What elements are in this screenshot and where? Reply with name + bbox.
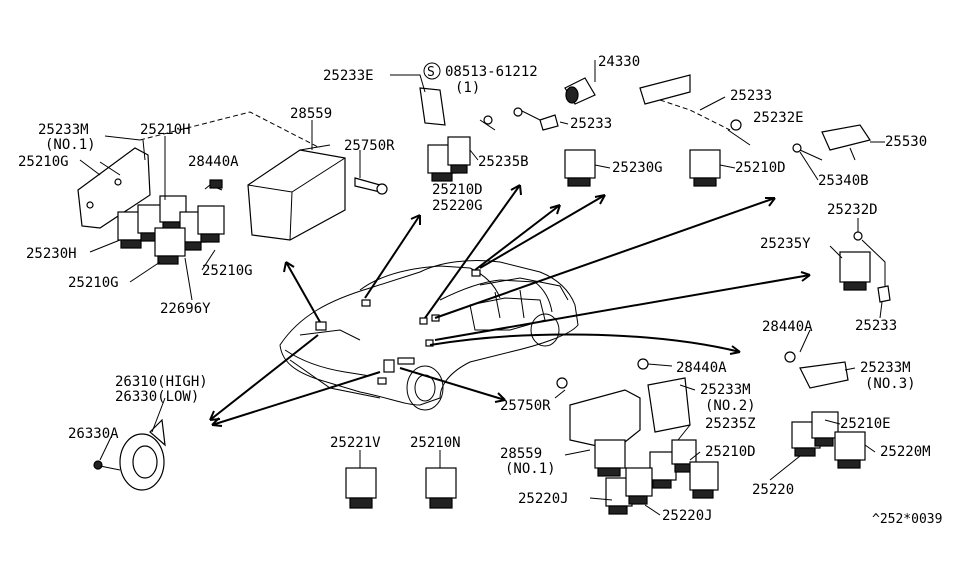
label-26330-low: 26330(LOW) (115, 389, 199, 405)
diagram-code: ^252*0039 (872, 512, 942, 527)
relays-lower-center (556, 358, 719, 515)
relays-right-lower (784, 351, 866, 469)
label-25232E: 25232E (753, 110, 804, 126)
label-24330: 24330 (598, 54, 640, 70)
label-28559: 28559 (290, 106, 332, 122)
label-28440A-right: 28440A (762, 319, 813, 335)
label-28440A-left: 28440A (188, 154, 239, 170)
label-25233-top-right: 25233 (730, 88, 772, 104)
label-26310-high: 26310(HIGH) (115, 374, 208, 390)
label-25210E: 25210E (840, 416, 891, 432)
label-28559-no1: 28559 (500, 446, 542, 462)
label-25230H: 25230H (26, 246, 77, 262)
part-labels: 25233E S 08513-61212 (1) 24330 25233 252… (18, 54, 942, 527)
label-25233M-no1-sub: (NO.1) (45, 137, 96, 153)
label-25340B: 25340B (818, 173, 869, 189)
label-26330A: 26330A (68, 426, 119, 442)
pointer-arrows (209, 184, 811, 427)
label-08513-qty: (1) (455, 80, 480, 96)
label-25233E: 25233E (323, 68, 374, 84)
circled-s-symbol (423, 62, 441, 80)
label-25210D-bottom: 25210D (705, 444, 756, 460)
horn-assembly (93, 418, 166, 491)
label-08513-61212: 08513-61212 (445, 64, 538, 80)
label-25233M-no3: 25233M (860, 360, 911, 376)
label-25233M-no1: 25233M (38, 122, 89, 138)
label-25220J-left: 25220J (518, 491, 569, 507)
label-25220: 25220 (752, 482, 794, 498)
label-25210G-right: 25210G (202, 263, 253, 279)
label-25233M-no2-sub: (NO.2) (705, 398, 756, 414)
leader-lines (89, 60, 885, 516)
label-28559-no1-sub: (NO.1) (505, 461, 556, 477)
label-25210G-left: 25210G (18, 154, 69, 170)
label-28440A-mid: 28440A (676, 360, 727, 376)
relay-bracket-no1 (77, 139, 151, 229)
label-25235Y: 25235Y (760, 236, 811, 252)
label-25235B: 25235B (478, 154, 529, 170)
label-25210H: 25210H (140, 122, 191, 138)
label-25210D-top: 25210D (432, 182, 483, 198)
label-25232D: 25232D (827, 202, 878, 218)
label-22696Y: 22696Y (160, 301, 211, 317)
label-25220G: 25220G (432, 198, 483, 214)
label-25530: 25530 (885, 134, 927, 150)
label-25233-top: 25233 (570, 116, 612, 132)
label-25221V: 25221V (330, 435, 381, 451)
relays-top-right (639, 74, 871, 187)
label-25230G: 25230G (612, 160, 663, 176)
label-25233M-no2: 25233M (700, 382, 751, 398)
label-25210N: 25210N (410, 435, 461, 451)
label-25233M-no3-sub: (NO.3) (865, 376, 916, 392)
relay-cluster-left (117, 179, 225, 265)
label-25233-right: 25233 (855, 318, 897, 334)
label-25235Z: 25235Z (705, 416, 756, 432)
fusible-link-box (139, 111, 388, 241)
relays-top-center (419, 77, 596, 187)
label-25220J-right: 25220J (662, 508, 713, 524)
relay-right-middle (839, 231, 891, 303)
label-25220M: 25220M (880, 444, 931, 460)
relays-bottom-center (345, 467, 457, 509)
label-25210D-right: 25210D (735, 160, 786, 176)
label-25210G-bottom: 25210G (68, 275, 119, 291)
label-25750R-bottom: 25750R (500, 398, 551, 414)
label-25750R-top: 25750R (344, 138, 395, 154)
label-circle-s: S (427, 65, 435, 80)
